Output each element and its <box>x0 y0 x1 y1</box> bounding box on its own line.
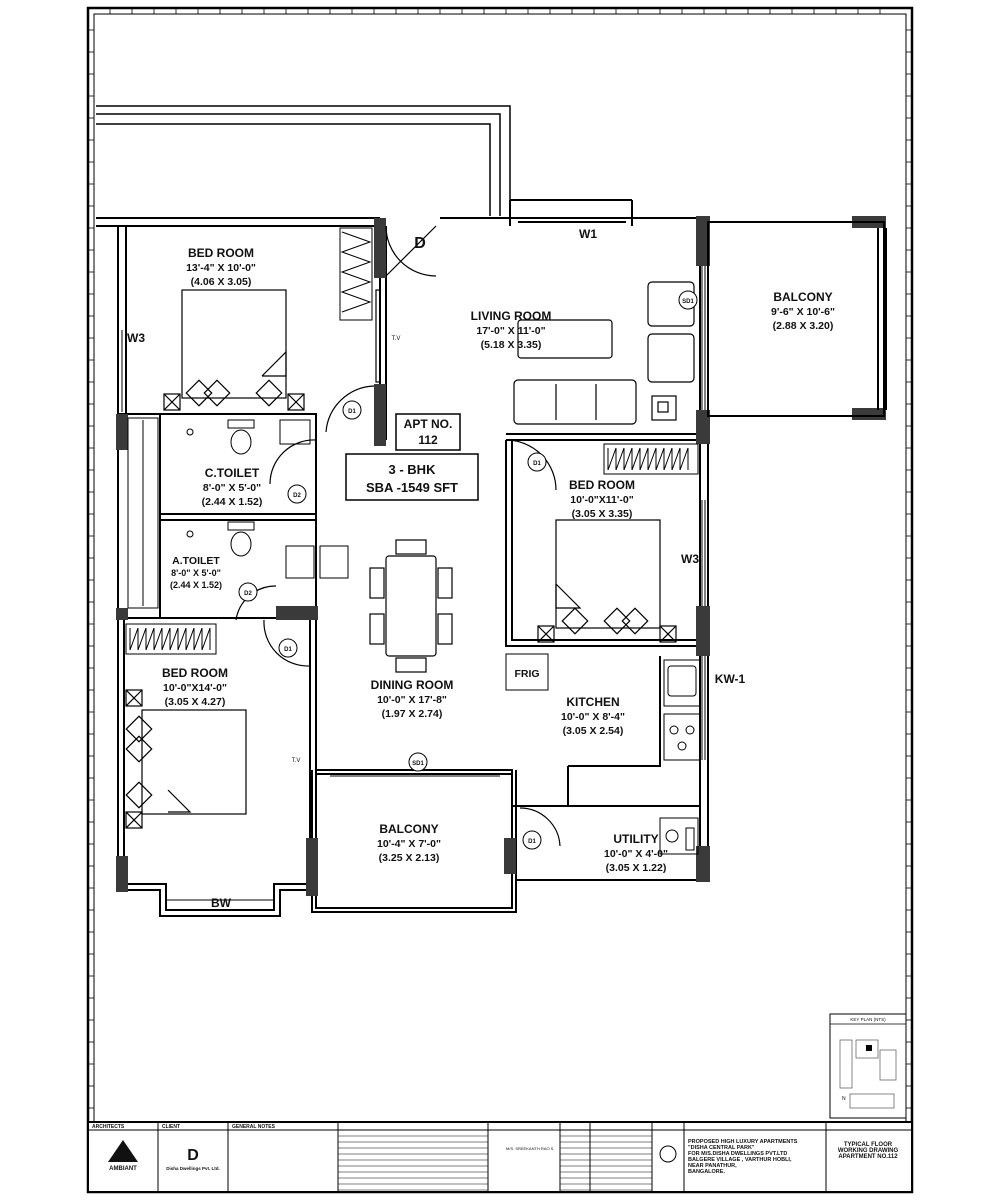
kitchen-fixtures <box>505 653 701 855</box>
tb-sign-name: M/S. SREEKANTH RAO S. <box>506 1146 554 1151</box>
utility-name: UTILITY <box>613 832 658 846</box>
tag-d1-bed3: D1 <box>284 647 292 653</box>
bed2-dim2: (3.05 X 3.35) <box>572 508 633 520</box>
kitchen-dim1: 10'-0" X 8'-4" <box>561 711 625 723</box>
project-line-2: "DISHA CENTRAL PARK" <box>688 1145 755 1151</box>
drawing-title-2: WORKING DRAWING <box>838 1148 899 1154</box>
dining-name: DINING ROOM <box>371 678 454 692</box>
dining-dim2: (1.97 X 2.74) <box>382 708 443 720</box>
tag-d2-ctoilet: D2 <box>293 493 301 499</box>
balcony-bottom-dim1: 10'-4" X 7'-0" <box>377 838 441 850</box>
kitchen-name: KITCHEN <box>566 695 619 709</box>
balcony-top-outline <box>707 221 887 417</box>
utility-dim2: (3.05 X 1.22) <box>606 862 667 874</box>
tag-w3-left: W3 <box>127 331 145 345</box>
tag-d2-atoilet: D2 <box>244 591 252 597</box>
tb-client-name: Disha Dwellings Pvt. Ltd. <box>166 1166 220 1171</box>
tag-d1-ctoilet: D1 <box>348 409 356 415</box>
title-block: ARCHITECTS AMBIANT CLIENT D Disha Dwelli… <box>87 1121 913 1193</box>
dining-table <box>369 539 453 673</box>
project-line-6: BANGALORE. <box>688 1169 725 1175</box>
living-dim2: (5.18 X 3.35) <box>481 339 542 351</box>
wardrobe-bed3 <box>125 623 217 655</box>
ctoilet-name: C.TOILET <box>205 466 260 480</box>
tag-bw: BW <box>211 896 232 910</box>
bed1-name: BED ROOM <box>188 246 254 260</box>
tag-kw1: KW-1 <box>715 672 746 686</box>
border-ticks <box>88 8 912 1109</box>
atoilet-dim2: (2.44 X 1.52) <box>170 580 222 590</box>
apt-number: 112 <box>418 433 438 447</box>
atoilet-name: A.TOILET <box>172 555 220 567</box>
tag-d1-utility: D1 <box>528 839 536 845</box>
balcony-bottom-dim2: (3.25 X 2.13) <box>379 852 440 864</box>
bed-bed3 <box>125 689 247 829</box>
balcony-top-dim2: (2.88 X 3.20) <box>773 320 834 332</box>
kitchen-dim2: (3.05 X 2.54) <box>563 725 624 737</box>
disha-logo-icon: D <box>187 1147 199 1164</box>
tb-architects-label: ARCHITECTS <box>92 1124 125 1130</box>
bed2-dim1: 10'-0"X11'-0" <box>570 494 633 506</box>
balcony-bottom-name: BALCONY <box>379 822 438 836</box>
bed3-dim1: 10'-0"X14'-0" <box>163 682 227 694</box>
drawing-title: TYPICAL FLOOR WORKING DRAWING APARTMENT … <box>838 1142 899 1160</box>
ctoilet-dim1: 8'-0" X 5'-0" <box>203 482 261 494</box>
utility-dim1: 10'-0" X 4'-0" <box>604 848 668 860</box>
project-line-5: NEAR PANATHUR, <box>688 1163 737 1169</box>
tag-w3-right: W3 <box>681 552 699 566</box>
atoilet-dim1: 8'-0" X 5'-0" <box>171 568 221 578</box>
wardrobe-passage <box>127 417 159 609</box>
wardrobe-bed2 <box>603 443 699 475</box>
project-line-1: PROPOSED HIGH LUXURY APARTMENTS <box>688 1139 798 1145</box>
key-plan: KEY PLAN (NTS) N <box>829 1013 907 1119</box>
tag-tv-living: T.V <box>392 336 401 342</box>
project-line-4: BALGERE VILLAGE , VARTHUR HOBLI, <box>688 1157 792 1163</box>
apt-label: APT NO. <box>404 417 453 431</box>
bed2-name: BED ROOM <box>569 478 635 492</box>
bed-bed2 <box>537 519 677 643</box>
balcony-top-name: BALCONY <box>773 290 832 304</box>
plan-tags: D W1 W3 W3 SD1 SD1 D1 D2 D2 D1 D1 D1 T.V… <box>127 227 746 910</box>
drawing-title-1: TYPICAL FLOOR <box>844 1142 893 1148</box>
apartment-info: APT NO. 112 3 - BHK SBA -1549 SFT <box>345 413 479 501</box>
apt-type: 3 - BHK <box>389 462 437 477</box>
key-plan-north: N <box>842 1096 846 1102</box>
ambiant-logo <box>108 1140 138 1162</box>
drawing-title-3: APARTMENT NO.112 <box>838 1154 898 1160</box>
tag-frig: FRIG <box>514 668 539 680</box>
bed1-dim1: 13'-4" X 10'-0" <box>186 262 256 274</box>
apt-area: SBA -1549 SFT <box>366 480 458 495</box>
bed3-dim2: (3.05 X 4.27) <box>165 696 226 708</box>
wardrobe-bed1 <box>339 227 373 321</box>
tb-general-notes: GENERAL NOTES <box>232 1124 276 1130</box>
bed3-name: BED ROOM <box>162 666 228 680</box>
project-description: PROPOSED HIGH LUXURY APARTMENTS "DISHA C… <box>688 1139 798 1175</box>
bed-bed1 <box>163 289 305 411</box>
tag-sd1-living: SD1 <box>682 299 694 305</box>
tag-w1: W1 <box>579 227 597 241</box>
key-plan-label: KEY PLAN (NTS) <box>850 1017 886 1022</box>
tag-door-main: D <box>414 235 426 252</box>
tb-architect-name: AMBIANT <box>109 1166 137 1172</box>
room-labels: BED ROOM 13'-4" X 10'-0" (4.06 X 3.05) L… <box>162 246 835 874</box>
dining-dim1: 10'-0" X 17'-8" <box>377 694 447 706</box>
living-furniture <box>375 281 695 425</box>
project-line-3: FOR M/S.DISHA DWELLINGS PVT.LTD <box>688 1151 787 1157</box>
adjacent-building-outline <box>96 105 511 216</box>
bed1-dim2: (4.06 X 3.05) <box>191 276 252 288</box>
tag-d1-bed2: D1 <box>533 461 541 467</box>
living-dim1: 17'-0" X 11'-0" <box>476 325 545 337</box>
north-arrow-icon <box>659 1145 677 1163</box>
tag-sd1-balcony: SD1 <box>412 761 424 767</box>
windows <box>121 266 706 901</box>
tag-tv-bed3: T.V <box>292 758 301 764</box>
living-name: LIVING ROOM <box>471 309 552 323</box>
tb-client-label: CLIENT <box>162 1124 180 1130</box>
ctoilet-dim2: (2.44 X 1.52) <box>202 496 263 508</box>
balcony-top-dim1: 9'-6" X 10'-6" <box>771 306 835 318</box>
structural-columns <box>116 216 886 896</box>
